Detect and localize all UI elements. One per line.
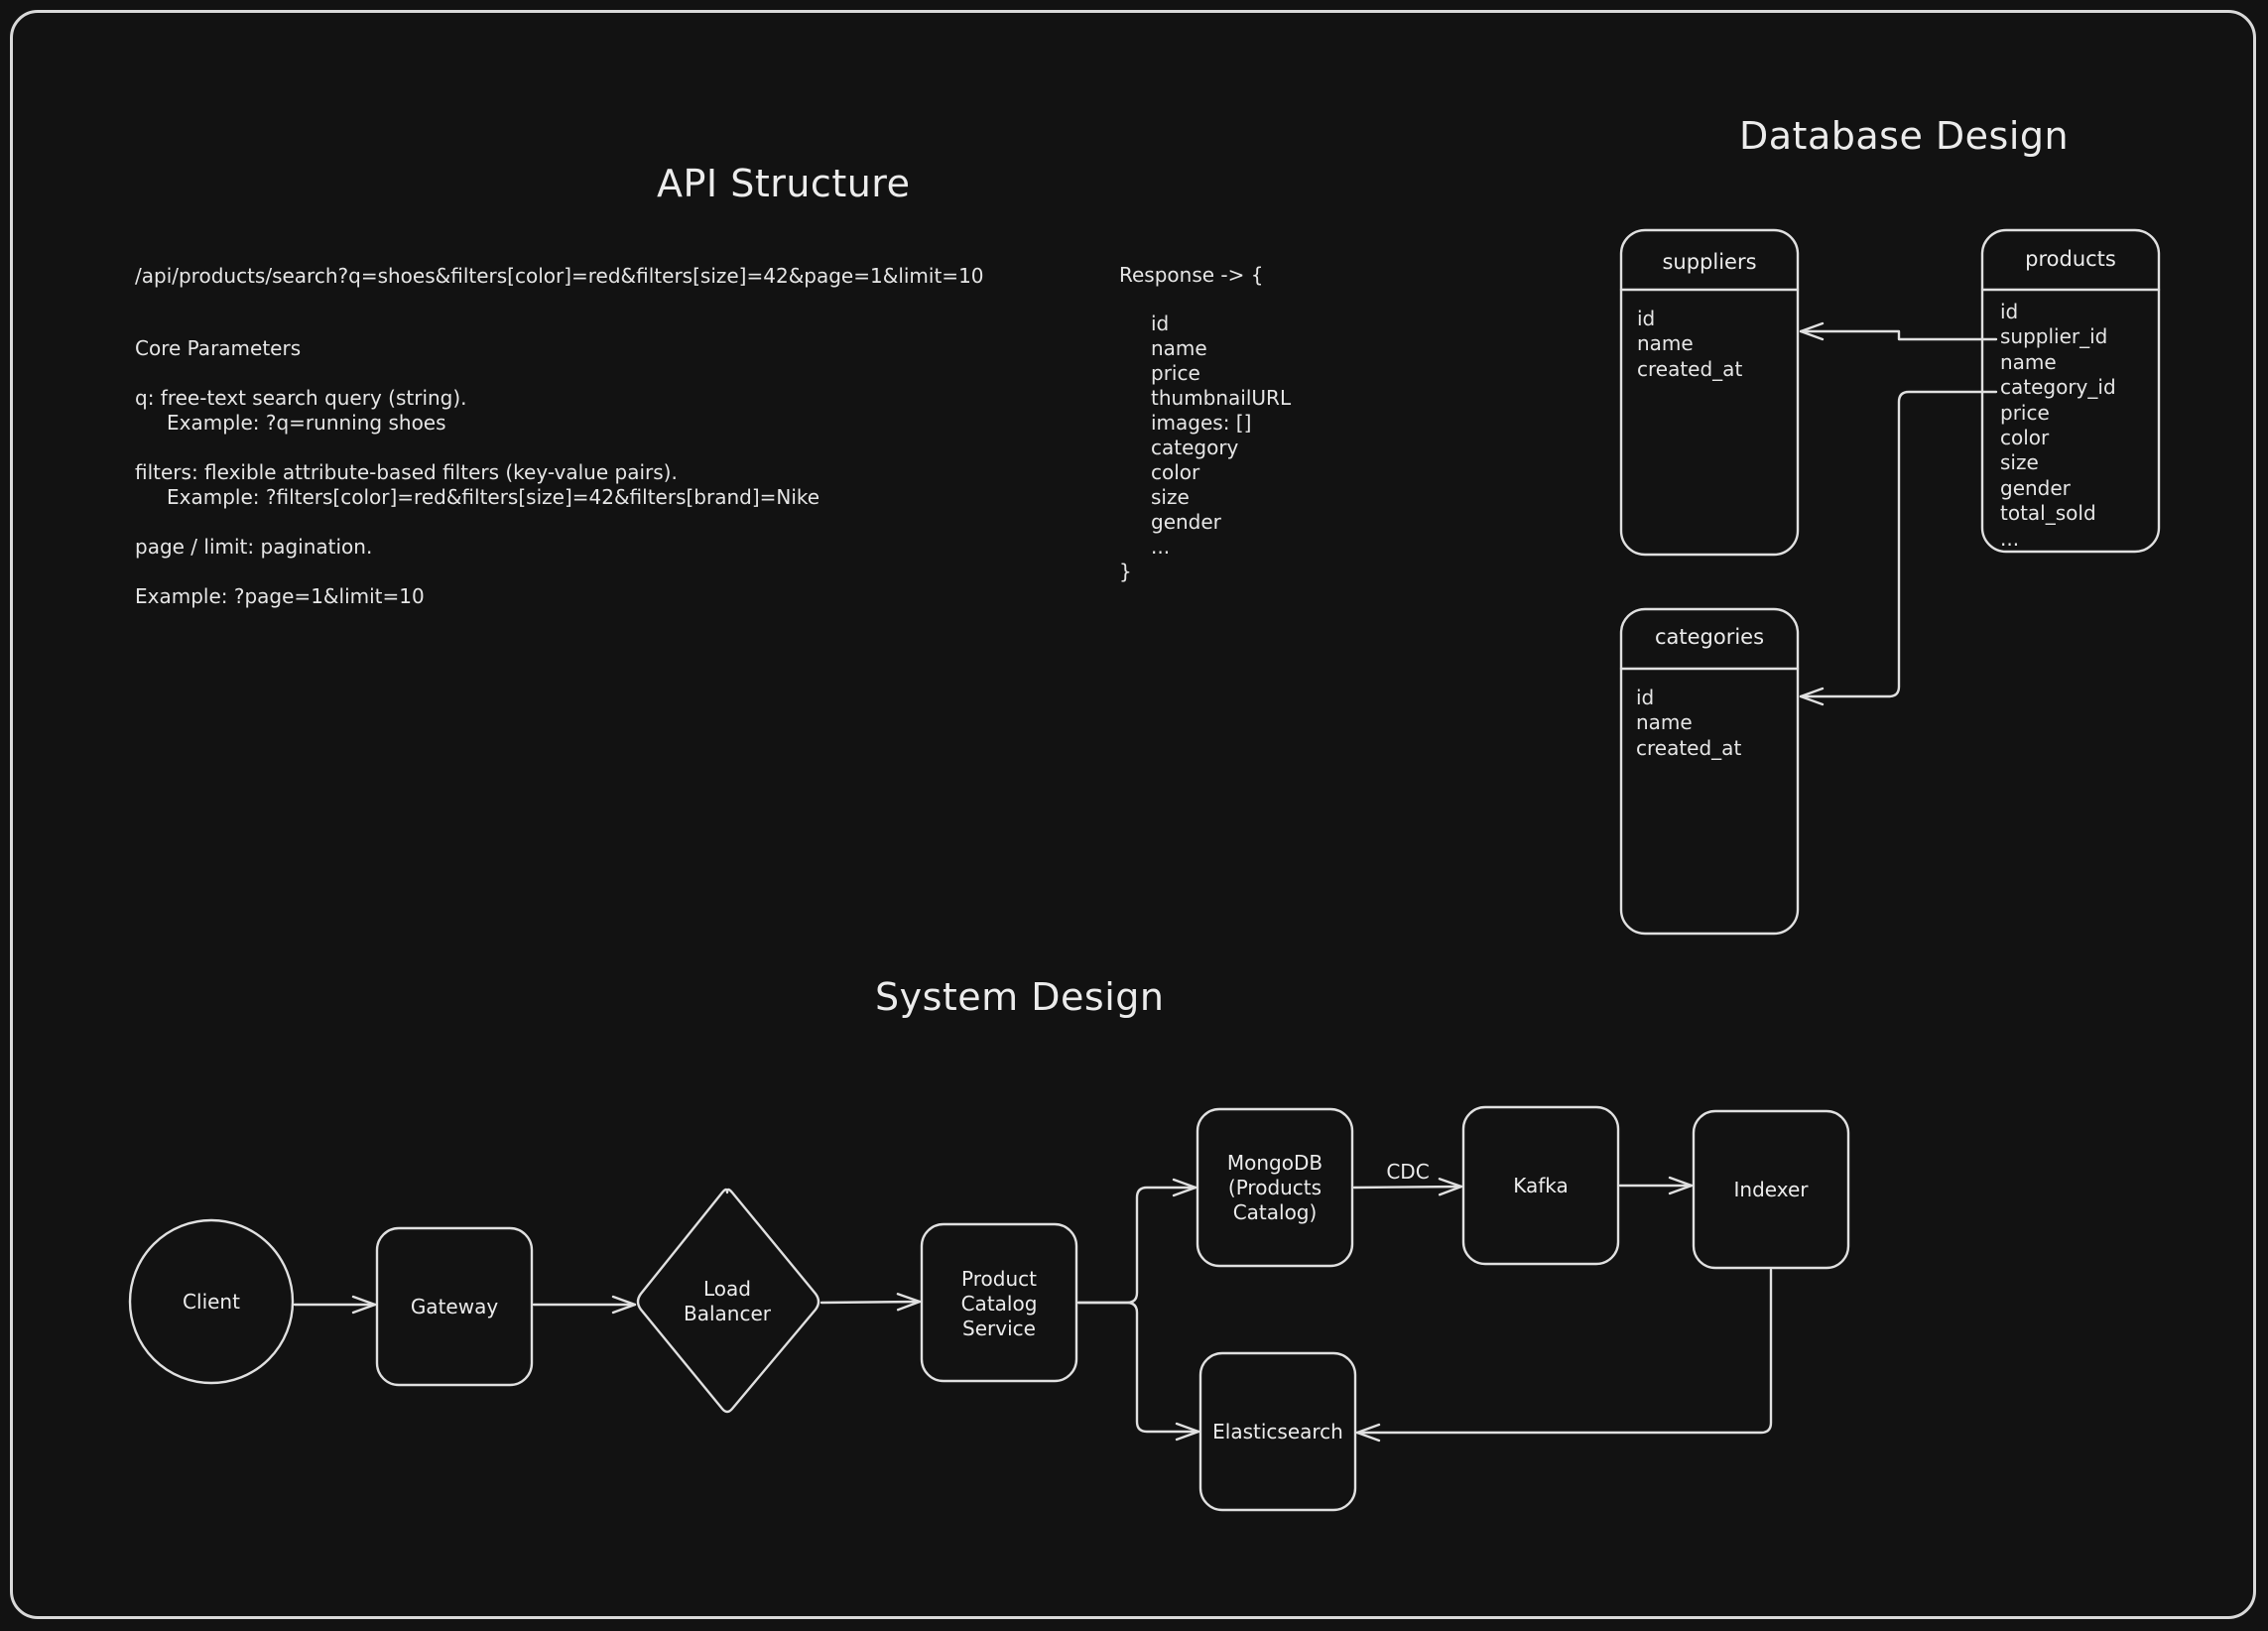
client-label: Client [183,1289,240,1314]
lb-to-service-arrow [819,1293,922,1312]
response-open: Response -> { [1119,263,1264,287]
gateway-label: Gateway [410,1294,499,1318]
load-balancer-label: Load Balancer [684,1277,771,1325]
product-catalog-service-label: Product Catalog Service [960,1266,1038,1340]
canvas-frame [10,10,2256,1619]
page-limit-desc: page / limit: pagination. [135,535,373,559]
service-to-elasticsearch-arrow [1076,1301,1200,1442]
service-to-mongodb-arrow [1076,1178,1197,1305]
kafka-label: Kafka [1513,1173,1569,1197]
categories-table-box [1619,607,1800,936]
load-balancer-node [636,1188,820,1414]
api-endpoint: /api/products/search?q=shoes&filters[col… [135,264,984,288]
gateway-node [375,1226,534,1387]
products-field: color [2000,426,2050,450]
elasticsearch-label: Elasticsearch [1212,1419,1343,1443]
response-field: color [1151,460,1200,484]
categories-field: name [1636,710,1693,735]
products-field: price [2000,400,2050,425]
mongodb-label: MongoDB (Products Catalog) [1226,1150,1323,1224]
filters-param-example: Example: ?filters[color]=red&filters[siz… [167,485,820,509]
categories-field: created_at [1636,735,1742,760]
response-field: price [1151,361,1200,385]
indexer-label: Indexer [1733,1177,1809,1201]
kafka-node [1461,1105,1620,1266]
system-design-heading: System Design [875,975,1165,1019]
suppliers-field: created_at [1637,356,1743,381]
suppliers-table-title: suppliers [1662,250,1757,274]
elasticsearch-node [1198,1351,1357,1512]
response-field: thumbnailURL [1151,386,1292,410]
core-parameters-title: Core Parameters [135,336,302,360]
supplier-fk-connector [1799,321,1998,341]
api-structure-heading: API Structure [657,162,911,205]
page-limit-example: Example: ?page=1&limit=10 [135,584,425,608]
suppliers-field: name [1637,331,1694,356]
products-field: supplier_id [2000,324,2108,349]
products-field: total_sold [2000,501,2096,526]
suppliers-field: id [1637,307,1656,330]
products-field: size [2000,450,2039,475]
product-catalog-service-node [920,1222,1078,1383]
q-param-example: Example: ?q=running shoes [167,411,446,435]
response-close: } [1119,560,1132,583]
products-table-title: products [2025,247,2116,271]
response-field: id [1151,312,1170,335]
products-field: category_id [2000,375,2116,400]
products-field: gender [2000,475,2071,500]
category-fk-connector [1799,390,1998,706]
cdc-label: CDC [1386,1159,1430,1184]
mongodb-to-kafka-arrow [1352,1178,1463,1196]
response-field: ... [1151,535,1171,559]
products-field: ... [2000,526,2020,551]
categories-table-title: categories [1654,625,1765,649]
response-field: size [1151,485,1190,509]
mongodb-node [1196,1107,1354,1268]
database-design-heading: Database Design [1739,114,2070,158]
response-field: images: [] [1151,411,1252,435]
suppliers-table-box [1619,228,1800,557]
products-field: id [2000,300,2019,323]
filters-param-desc: filters: flexible attribute-based filter… [135,460,678,484]
q-param-desc: q: free-text search query (string). [135,386,467,410]
indexer-node [1692,1109,1850,1270]
client-node [128,1218,295,1385]
response-field: name [1151,336,1207,360]
indexer-to-elasticsearch-arrow [1355,1268,1773,1443]
response-field: gender [1151,510,1221,534]
products-field: name [2000,349,2057,374]
response-field: category [1151,436,1239,459]
categories-field: id [1636,686,1655,709]
